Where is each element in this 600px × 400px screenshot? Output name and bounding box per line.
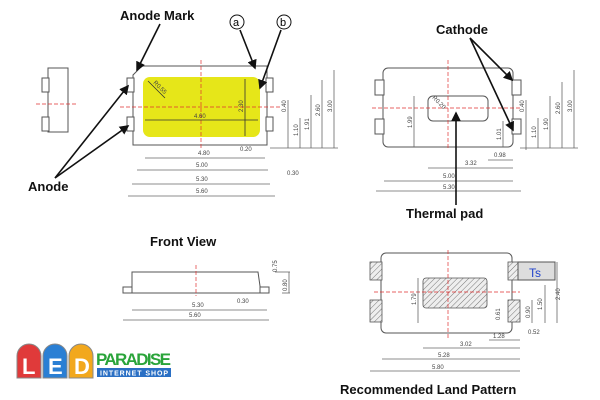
dim-5-60: 5.60 <box>196 189 208 195</box>
land-pattern-title: Recommended Land Pattern <box>340 382 516 397</box>
dim-4-80: 4.80 <box>198 151 210 157</box>
dim-front-5-30: 5.30 <box>192 303 204 309</box>
dim-2-30: 2.30 <box>239 100 245 112</box>
dim-3-32: 3.32 <box>465 161 477 167</box>
dim-1-10-b: 1.10 <box>532 126 538 138</box>
cathode-label: Cathode <box>436 22 488 37</box>
dim-5-30-b: 5.30 <box>443 185 455 191</box>
dim-2-60-b: 2.60 <box>556 102 562 114</box>
mark-a-label: a <box>233 17 240 29</box>
dim-5-28: 5.28 <box>438 353 450 359</box>
dim-5-30: 5.30 <box>196 177 208 183</box>
dim-3-02: 3.02 <box>460 342 472 348</box>
mark-b-label: b <box>280 17 286 29</box>
dim-1-10: 1.10 <box>294 124 300 136</box>
land-pattern-view: Ts 1.79 0.61 0.90 1.50 2.40 0.52 1.28 3.… <box>369 250 562 372</box>
dim-5-80: 5.80 <box>432 365 444 371</box>
anode-mark-label: Anode Mark <box>120 8 195 23</box>
bottom-view: R0.20 1.99 1.01 0.98 3.32 5.00 5.30 0.40… <box>372 60 578 192</box>
dim-3-00-b: 3.00 <box>568 100 574 112</box>
dim-2-60: 2.60 <box>316 104 322 116</box>
anode-label: Anode <box>28 179 68 194</box>
dim-0-75: 0.75 <box>273 260 279 272</box>
logo-name: PARADISE <box>96 350 171 369</box>
dim-1-79: 1.79 <box>412 293 418 305</box>
top-view: R0.55 4.60 2.30 4.80 0.20 5.00 5.30 0.30… <box>120 60 338 197</box>
logo-letter-d: D <box>74 354 90 379</box>
dim-1-28: 1.28 <box>493 334 505 340</box>
side-view <box>36 67 76 133</box>
dim-0-90: 0.90 <box>526 306 532 318</box>
dim-0-40: 0.40 <box>282 100 288 112</box>
dim-0-61: 0.61 <box>496 308 502 320</box>
dim-1-50: 1.50 <box>538 298 544 310</box>
dim-5-00-b: 5.00 <box>443 174 455 180</box>
dim-1-90-b: 1.90 <box>544 118 550 130</box>
logo-letter-e: E <box>48 354 63 379</box>
dim-0-40-b: 0.40 <box>520 100 526 112</box>
dim-0-98: 0.98 <box>494 153 506 159</box>
front-view-title: Front View <box>150 234 217 249</box>
logo-tagline: INTERNET SHOP <box>100 371 168 378</box>
ts-label: Ts <box>529 266 541 280</box>
thermal-pad-label: Thermal pad <box>406 206 483 221</box>
ts-point <box>517 261 556 281</box>
dim-4-60: 4.60 <box>194 114 206 120</box>
led-paradise-logo: L E D PARADISE INTERNET SHOP <box>16 343 171 379</box>
dim-1-99: 1.99 <box>408 116 414 128</box>
logo-letter-l: L <box>22 354 35 379</box>
dim-1-91: 1.91 <box>305 118 311 130</box>
dim-front-5-60: 5.60 <box>189 313 201 319</box>
dim-0-20: 0.20 <box>240 147 252 153</box>
dim-2-40: 2.40 <box>556 288 562 300</box>
front-view: 5.30 0.30 5.60 0.75 0.80 <box>122 260 290 321</box>
dim-front-0-30: 0.30 <box>237 299 249 305</box>
dim-3-00: 3.00 <box>328 100 334 112</box>
dim-5-00: 5.00 <box>196 163 208 169</box>
dim-0-80: 0.80 <box>283 279 289 291</box>
dim-0-30: 0.30 <box>287 171 299 177</box>
dim-0-52: 0.52 <box>528 330 540 336</box>
dim-1-01: 1.01 <box>497 128 503 140</box>
